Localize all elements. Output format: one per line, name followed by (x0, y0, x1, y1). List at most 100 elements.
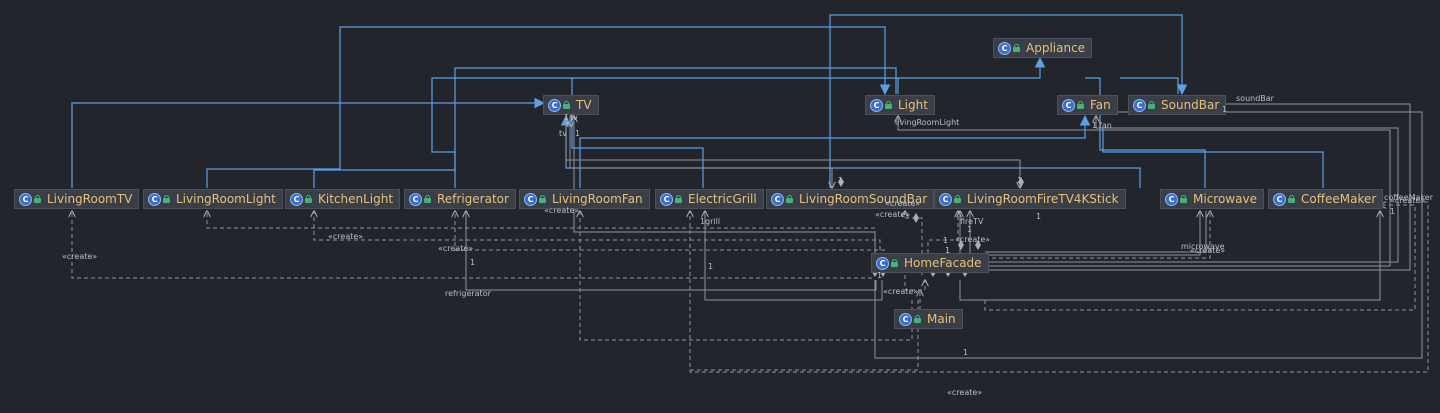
create-livingroomlight (207, 211, 876, 270)
create-microwave (985, 211, 1210, 259)
label-tv-role: tv (566, 120, 574, 129)
class-icon: C (548, 98, 561, 112)
assoc-firetv-tv (565, 116, 1020, 188)
label-refrigerator-role: refrigerator (445, 289, 491, 298)
label-multiplicity: 1 (945, 246, 951, 255)
assoc-facade-light (898, 116, 1391, 267)
class-fan[interactable]: C Fan (1057, 95, 1118, 115)
class-name: Fan (1090, 98, 1111, 112)
assoc-soundbar-tv (569, 116, 832, 188)
class-name: ElectricGrill (688, 192, 757, 206)
class-name: SoundBar (1161, 98, 1220, 112)
label-tv-role: tv (559, 129, 567, 138)
class-icon: C (771, 192, 784, 206)
class-name: Microwave (1193, 192, 1257, 206)
class-icon: C (870, 98, 883, 112)
class-soundbar[interactable]: C SoundBar (1128, 95, 1227, 115)
class-appliance[interactable]: C Appliance (993, 38, 1093, 58)
label-multiplicity: 1 (877, 271, 883, 280)
class-icon: C (939, 192, 952, 206)
edge-refrigerator-appliance (431, 56, 1046, 188)
class-livingroomfan[interactable]: C LivingRoomFan (519, 189, 650, 209)
class-name: LivingRoomFan (552, 192, 643, 206)
assoc-facade-fan (985, 116, 1399, 263)
class-refrigerator[interactable]: C Refrigerator (404, 189, 516, 209)
label-create: «create» (947, 388, 983, 397)
class-icon: C (409, 192, 422, 206)
public-lock-icon (675, 195, 683, 203)
label-create: «create» (885, 199, 921, 208)
edge-livingroomtv-tv (71, 97, 546, 188)
public-lock-icon (563, 101, 571, 109)
label-coffeemaker-role: coffeeMaker (1384, 193, 1434, 202)
class-name: HomeFacade (904, 256, 982, 270)
public-lock-icon (891, 259, 899, 267)
class-name: LivingRoomTV (47, 192, 133, 206)
create-livingroomfan (580, 211, 913, 341)
label-multiplicity: 1 (1222, 105, 1228, 114)
public-lock-icon (786, 195, 794, 203)
class-icon: C (1133, 98, 1146, 112)
label-soundbar-role: soundBar (1236, 94, 1274, 103)
assoc-facade-refrigerator (466, 211, 877, 291)
class-name: Light (898, 98, 928, 112)
edge-microwave-appliance (1085, 77, 1206, 188)
class-icon: C (148, 192, 161, 206)
class-microwave[interactable]: C Microwave (1160, 189, 1264, 209)
public-lock-icon (885, 101, 893, 109)
class-kitchenlight[interactable]: C KitchenLight (285, 189, 401, 209)
assoc-facade-coffeemaker (959, 211, 1380, 301)
class-light[interactable]: C Light (865, 95, 935, 115)
edge-kitchenlight-light (313, 67, 897, 188)
create-firetv (927, 211, 958, 260)
public-lock-icon (163, 195, 171, 203)
class-icon: C (660, 192, 673, 206)
class-tv[interactable]: C TV (543, 95, 599, 115)
public-lock-icon (1013, 44, 1021, 52)
assoc-facade-grill (705, 211, 883, 301)
label-multiplicity: 1 (1017, 176, 1023, 185)
public-lock-icon (1077, 101, 1085, 109)
public-lock-icon (1180, 195, 1188, 203)
label-multiplicity: 1 (943, 236, 949, 245)
class-icon: C (524, 192, 537, 206)
class-livingroomlight[interactable]: C LivingRoomLight (143, 189, 283, 209)
class-icon: C (290, 192, 303, 206)
edge-livingroomlight-light (206, 26, 891, 188)
public-lock-icon (34, 195, 42, 203)
class-icon: C (899, 312, 912, 326)
public-lock-icon (914, 315, 922, 323)
class-livingroomsoundbar[interactable]: C LivingRoomSoundBar (766, 189, 935, 209)
label-create: «create» (62, 252, 98, 261)
label-multiplicity: 1 (1390, 207, 1396, 216)
class-main[interactable]: C Main (894, 309, 963, 329)
class-electricgrill[interactable]: C ElectricGrill (655, 189, 764, 209)
create-grill (690, 211, 919, 371)
class-coffeemaker[interactable]: C CoffeeMaker (1268, 189, 1384, 209)
assoc-facade-microwave (985, 211, 1200, 256)
edge-livingroomfan-fan (579, 114, 1091, 188)
label-multiplicity: 1 (1036, 212, 1042, 221)
class-icon: C (19, 192, 32, 206)
assoc-facade-soundbar (978, 104, 1411, 271)
class-name: TV (576, 98, 592, 112)
class-homefacade[interactable]: C HomeFacade (871, 253, 989, 273)
create-facade (904, 275, 925, 291)
class-livingroomtv[interactable]: C LivingRoomTV (14, 189, 140, 209)
public-lock-icon (1148, 101, 1156, 109)
assoc-facade-fan-long (874, 111, 1423, 359)
class-name: KitchenLight (318, 192, 394, 206)
create-refrigerator (455, 211, 886, 264)
label-multiplicity: 1 (700, 217, 706, 226)
association-edges (466, 104, 1423, 359)
label-create: «create» (955, 235, 991, 244)
edge-firetv-tv (560, 114, 1141, 188)
label-multiplicity: 1 (838, 176, 844, 185)
label-create: «create» (875, 210, 911, 219)
edge-soundbar-appliance (1120, 77, 1179, 94)
label-multiplicity: 1 (967, 225, 973, 234)
public-lock-icon (1288, 195, 1296, 203)
label-create: «create» (544, 206, 580, 215)
class-icon: C (1062, 98, 1075, 112)
class-livingroomfiretv4kstick[interactable]: C LivingRoomFireTV4KStick (934, 189, 1126, 209)
